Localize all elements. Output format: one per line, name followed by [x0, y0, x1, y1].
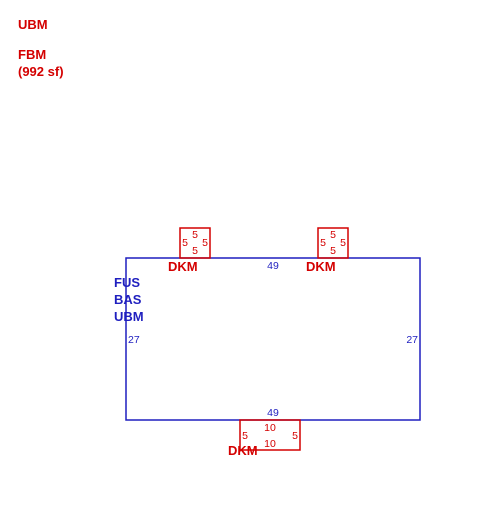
- addition-bottom-dim-left: 5: [242, 430, 248, 442]
- addition-bottom-dim-bottom: 10: [264, 438, 276, 450]
- legend-line-2: FBM: [18, 47, 46, 62]
- main-dim-top: 49: [267, 260, 279, 272]
- main-code-3: UBM: [114, 309, 144, 324]
- addition-right-top-dim-top: 5: [330, 229, 336, 241]
- addition-left-top-dim-right: 5: [202, 237, 208, 249]
- addition-bottom-dim-top: 10: [264, 422, 276, 434]
- addition-left-top-dim-top: 5: [192, 229, 198, 241]
- addition-right-top-label: DKM: [306, 259, 336, 274]
- legend-area: (992 sf): [18, 64, 64, 79]
- addition-right-top-dim-left: 5: [320, 237, 326, 249]
- addition-left-top-dim-left: 5: [182, 237, 188, 249]
- addition-left-top-outline: [179, 227, 211, 259]
- main-dim-left: 27: [128, 334, 140, 346]
- addition-right-top-outline: [317, 227, 349, 259]
- main-area-outline: [125, 257, 421, 421]
- legend-line-1: UBM: [18, 17, 48, 32]
- addition-bottom-dim-right: 5: [292, 430, 298, 442]
- addition-bottom-label: DKM: [228, 443, 258, 458]
- main-code-2: BAS: [114, 292, 142, 307]
- main-dim-bottom: 49: [267, 407, 279, 419]
- main-code-1: FUS: [114, 275, 140, 290]
- addition-left-top-dim-bottom: 5: [192, 245, 198, 257]
- main-dim-right: 27: [406, 334, 418, 346]
- addition-bottom-outline: [239, 419, 301, 451]
- addition-right-top-dim-bottom: 5: [330, 245, 336, 257]
- addition-right-top-dim-right: 5: [340, 237, 346, 249]
- addition-left-top-label: DKM: [168, 259, 198, 274]
